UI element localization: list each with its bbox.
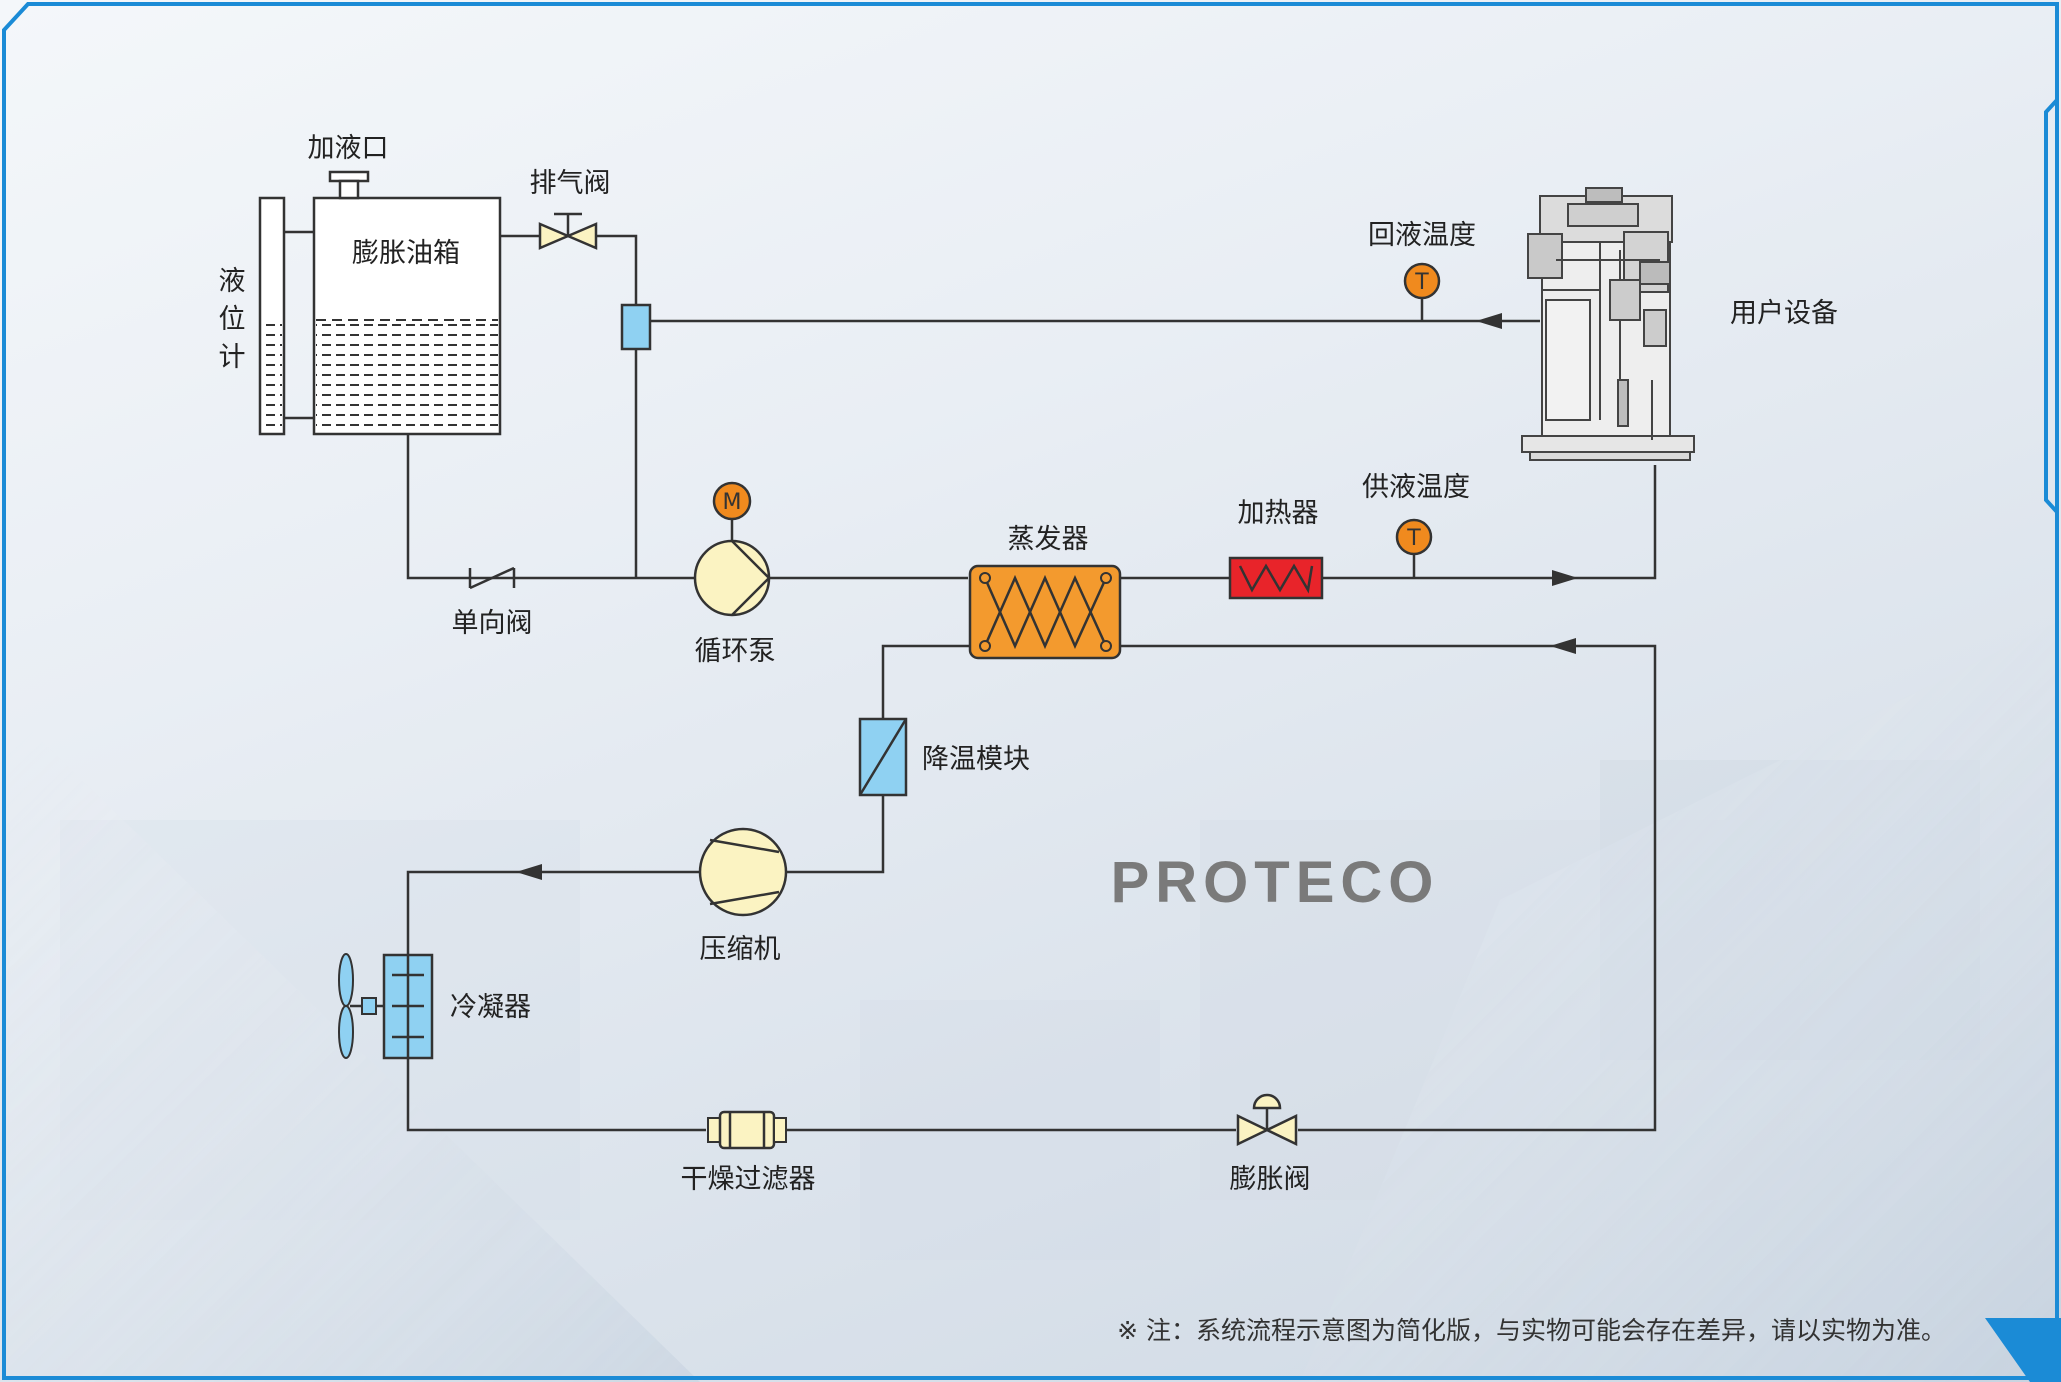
check-valve bbox=[468, 566, 516, 590]
corner-accent bbox=[1985, 1318, 2061, 1382]
cooling-module bbox=[858, 717, 908, 797]
air-separator bbox=[620, 303, 652, 351]
compressor bbox=[698, 827, 788, 917]
dryer-filter bbox=[707, 1110, 787, 1150]
supply-temp-symbol: T bbox=[1406, 526, 1421, 551]
dryer-filter-label: 干燥过滤器 bbox=[681, 1164, 816, 1195]
cooling-module-label: 降温模块 bbox=[922, 744, 1030, 775]
level-gauge-label-1: 液 bbox=[219, 266, 246, 297]
expansion-tank bbox=[312, 170, 502, 436]
vent-valve-label: 排气阀 bbox=[530, 168, 611, 199]
expansion-valve-label: 膨胀阀 bbox=[1230, 1164, 1311, 1195]
frame-notch-right bbox=[2044, 98, 2059, 514]
return-temp-sensor bbox=[1403, 262, 1441, 321]
return-temp-label: 回液温度 bbox=[1368, 220, 1476, 251]
flow-arrows bbox=[516, 313, 1578, 880]
expansion-tank-label: 膨胀油箱 bbox=[352, 238, 460, 269]
compressor-label: 压缩机 bbox=[700, 934, 781, 965]
circulation-pump bbox=[693, 481, 771, 617]
heater bbox=[1228, 556, 1324, 600]
condenser-label: 冷凝器 bbox=[450, 992, 531, 1023]
footnote: ※ 注：系统流程示意图为简化版，与实物可能会存在差异，请以实物为准。 bbox=[1117, 1316, 1946, 1345]
user-equipment-icon bbox=[1521, 187, 1695, 461]
evaporator bbox=[968, 564, 1122, 660]
level-gauge-label-2: 位 bbox=[219, 304, 246, 335]
arrow-refrig-top bbox=[1550, 638, 1576, 654]
expansion-valve bbox=[1236, 1093, 1298, 1146]
pipes bbox=[406, 234, 1657, 1132]
motor-symbol: M bbox=[723, 490, 742, 515]
level-gauge-label-3: 计 bbox=[219, 342, 246, 373]
fill-port-label: 加液口 bbox=[308, 133, 389, 164]
circulation-pump-label: 循环泵 bbox=[695, 636, 776, 667]
condenser bbox=[382, 953, 434, 1060]
evaporator-label: 蒸发器 bbox=[1008, 524, 1089, 555]
user-equipment-label: 用户设备 bbox=[1730, 298, 1838, 329]
brand-logo: PROTECO bbox=[1111, 850, 1440, 915]
supply-temp-label: 供液温度 bbox=[1362, 472, 1470, 503]
supply-temp-sensor bbox=[1395, 518, 1433, 578]
arrow-compressor-out bbox=[516, 864, 542, 880]
fill-port bbox=[328, 170, 370, 183]
return-temp-symbol: T bbox=[1414, 270, 1429, 295]
background-texture bbox=[0, 620, 2061, 1382]
vent-valve bbox=[538, 212, 598, 250]
arrow-return bbox=[1476, 313, 1502, 329]
level-gauge bbox=[258, 196, 314, 436]
check-valve-label: 单向阀 bbox=[452, 608, 533, 639]
pump-motor bbox=[712, 481, 752, 521]
condenser-fan-icon bbox=[338, 953, 384, 1059]
arrow-supply bbox=[1552, 570, 1578, 586]
heater-label: 加热器 bbox=[1238, 498, 1319, 529]
